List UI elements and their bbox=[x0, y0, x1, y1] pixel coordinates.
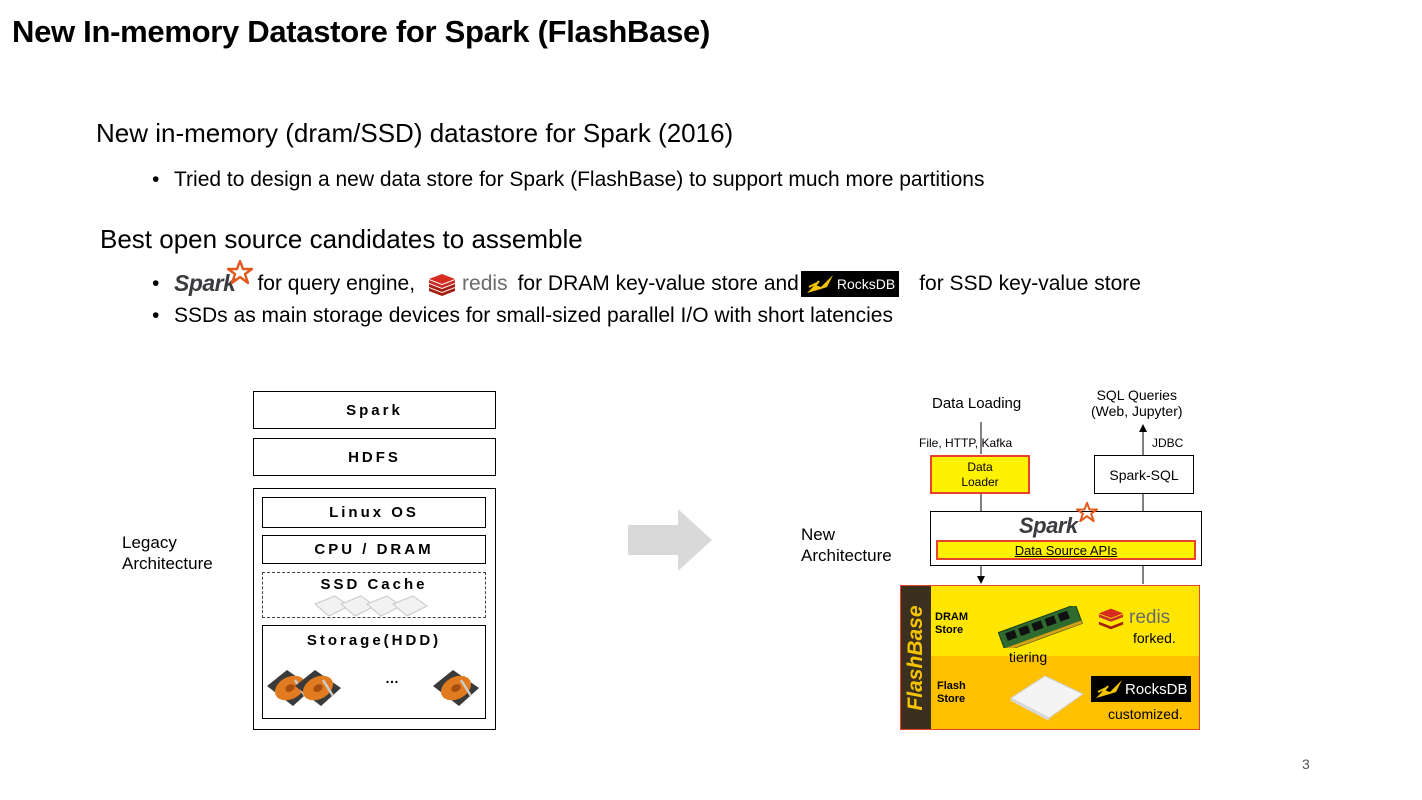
bullet1-text3: for SSD key-value store bbox=[919, 271, 1141, 295]
bullet-dot: • bbox=[152, 168, 160, 191]
section2-bullet2-text: SSDs as main storage devices for small-s… bbox=[174, 304, 893, 327]
legacy-server-box bbox=[253, 488, 496, 730]
storage-label: Storage(HDD) bbox=[306, 632, 442, 649]
spark-layer-box: Spark Data Source APIs bbox=[930, 502, 1202, 566]
redis-logo: redis bbox=[427, 272, 508, 296]
flashbase-block: FlashBase DRAM Store tiering redis forke… bbox=[900, 585, 1200, 730]
section2-heading: Best open source candidates to assemble bbox=[100, 224, 583, 254]
data-loader-box: Data Loader bbox=[930, 455, 1030, 494]
bullet1-text1: for query engine, bbox=[257, 271, 416, 295]
flashbase-sidebar bbox=[901, 586, 931, 729]
section1-bullet-text: Tried to design a new data store for Spa… bbox=[174, 168, 985, 191]
page-number: 3 bbox=[1302, 756, 1310, 772]
forked-label: forked. bbox=[1133, 630, 1176, 646]
rocksdb-rocket-icon bbox=[1096, 680, 1122, 698]
legacy-cpu-dram-box: CPU / DRAM bbox=[262, 535, 486, 564]
legacy-hdfs-box: HDFS bbox=[253, 438, 496, 476]
rocksdb-rocket-icon bbox=[806, 274, 833, 293]
data-source-apis-box: Data Source APIs bbox=[936, 540, 1196, 560]
sql-queries-label: SQL Queries (Web, Jupyter) bbox=[1091, 387, 1183, 419]
ssd-drives-icon bbox=[314, 595, 428, 617]
new-architecture-label: New Architecture bbox=[801, 525, 892, 565]
section2-bullet-ssd: • SSDs as main storage devices for small… bbox=[152, 304, 893, 328]
customized-label: customized. bbox=[1108, 706, 1183, 722]
legacy-linux-box: Linux OS bbox=[262, 497, 486, 528]
rocksdb-logo-store: RocksDB bbox=[1091, 676, 1191, 702]
slide-title: New In-memory Datastore for Spark (Flash… bbox=[12, 14, 710, 49]
section1-bullet: • Tried to design a new data store for S… bbox=[152, 168, 984, 192]
bullet-dot: • bbox=[152, 304, 160, 327]
flashbase-logo: FlashBase bbox=[904, 605, 927, 711]
legacy-spark-box: Spark bbox=[253, 391, 496, 429]
storage-ellipsis: … bbox=[385, 670, 399, 686]
dram-module-icon bbox=[997, 606, 1083, 648]
redis-cube-icon bbox=[429, 273, 456, 296]
ssd-drive-icon bbox=[1010, 675, 1084, 721]
jdbc-label: JDBC bbox=[1152, 436, 1184, 450]
legacy-architecture-label: Legacy Architecture bbox=[122, 533, 213, 573]
spark-logo: Spark bbox=[174, 260, 254, 297]
section2-bullet-candidates: • Spark for query engine, redis for DRAM… bbox=[152, 260, 1141, 297]
file-http-kafka-label: File, HTTP, Kafka bbox=[919, 436, 1013, 450]
bullet1-text2: for DRAM key-value store and bbox=[517, 271, 799, 295]
ssd-cache-label: SSD Cache bbox=[320, 576, 428, 593]
rocksdb-logo: RocksDB bbox=[800, 270, 900, 297]
section1-heading: New in-memory (dram/SSD) datastore for S… bbox=[96, 118, 734, 148]
redis-logo-store: redis bbox=[1097, 606, 1170, 630]
data-loading-label: Data Loading bbox=[932, 395, 1022, 412]
redis-cube-icon bbox=[1098, 608, 1124, 630]
tiering-label: tiering bbox=[1009, 649, 1048, 665]
legacy-ssd-cache-box: SSD Cache bbox=[262, 572, 486, 618]
spark-star-icon bbox=[227, 260, 254, 284]
spark-sql-box: Spark-SQL bbox=[1094, 455, 1194, 494]
connector-lines bbox=[977, 422, 1147, 584]
bullet-dot: • bbox=[152, 271, 160, 295]
transition-arrow-icon bbox=[628, 509, 712, 571]
flash-store-label: Flash Store bbox=[937, 680, 966, 705]
dram-store-label: DRAM Store bbox=[935, 611, 968, 636]
hdd-drives-icon bbox=[265, 668, 481, 708]
spark-star-icon bbox=[1076, 502, 1098, 522]
legacy-storage-box: Storage(HDD) … bbox=[262, 625, 486, 719]
spark-layer-logo: Spark bbox=[1019, 513, 1078, 538]
